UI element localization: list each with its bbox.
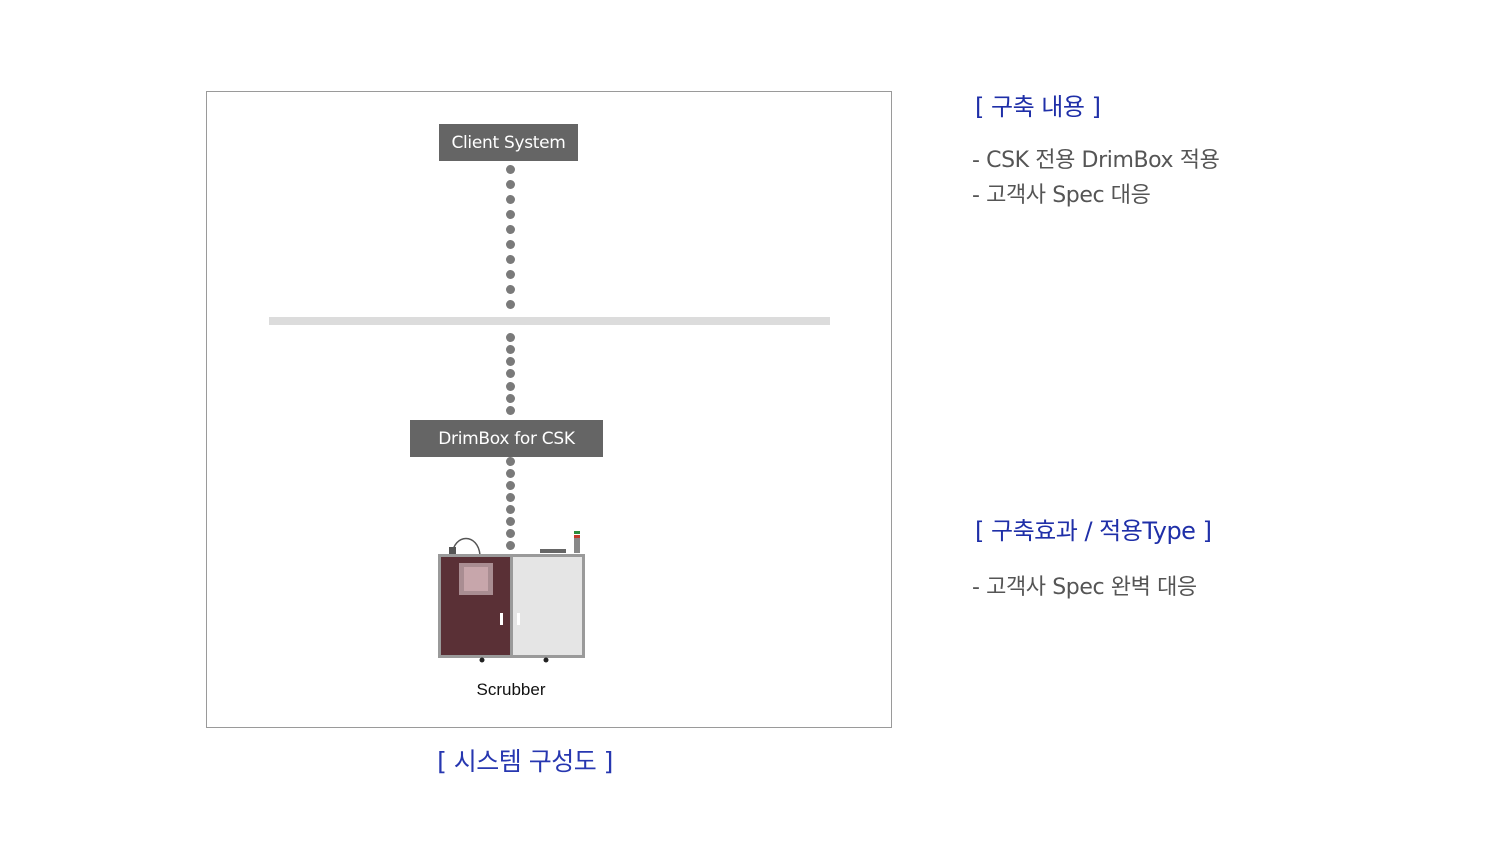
drimbox-label: DrimBox for CSK <box>438 428 575 449</box>
connector-dot <box>505 224 515 234</box>
connector-dot <box>505 504 515 514</box>
drimbox-node: DrimBox for CSK <box>410 420 603 457</box>
diagram-caption: [ 시스템 구성도 ] <box>437 747 613 776</box>
connector-dot <box>505 357 515 367</box>
connector-dot <box>505 194 515 204</box>
connector-dot <box>505 344 515 354</box>
connector-dot <box>505 381 515 391</box>
connector-dot <box>505 541 515 551</box>
connector-dot <box>505 209 515 219</box>
connector-dot <box>505 492 515 502</box>
effect-section-title: [ 구축효과 / 적용Type ] <box>975 517 1212 545</box>
connector-dot <box>505 529 515 539</box>
connector-dot <box>505 468 515 478</box>
connector-dot <box>505 369 515 379</box>
build-item: - CSK 전용 DrimBox 적용 <box>972 148 1220 173</box>
connector-dot <box>505 164 515 174</box>
connector-dot <box>505 456 515 466</box>
effect-item-list: - 고객사 Spec 완벽 대응 <box>972 570 1197 605</box>
network-bar <box>269 317 830 325</box>
scrubber-machine-icon <box>438 531 585 663</box>
client-system-node: Client System <box>439 124 578 161</box>
connector-dot <box>505 406 515 416</box>
connector-dot <box>505 332 515 342</box>
connector-dot <box>505 239 515 249</box>
connector-dot <box>505 517 515 526</box>
connector-dot <box>505 299 515 309</box>
connector-dot <box>505 254 515 264</box>
build-item-list: - CSK 전용 DrimBox 적용 - 고객사 Spec 대응 <box>972 143 1220 213</box>
connector-dot <box>505 269 515 279</box>
build-item: - 고객사 Spec 대응 <box>972 183 1151 208</box>
build-section-title: [ 구축 내용 ] <box>975 93 1101 121</box>
connector-dot <box>505 480 515 490</box>
scrubber-label: Scrubber <box>476 680 546 699</box>
connector-dot <box>505 284 515 294</box>
connector-dot <box>505 179 515 189</box>
effect-item: - 고객사 Spec 완벽 대응 <box>972 575 1197 600</box>
connector-dot <box>505 394 515 403</box>
client-system-label: Client System <box>451 132 566 153</box>
